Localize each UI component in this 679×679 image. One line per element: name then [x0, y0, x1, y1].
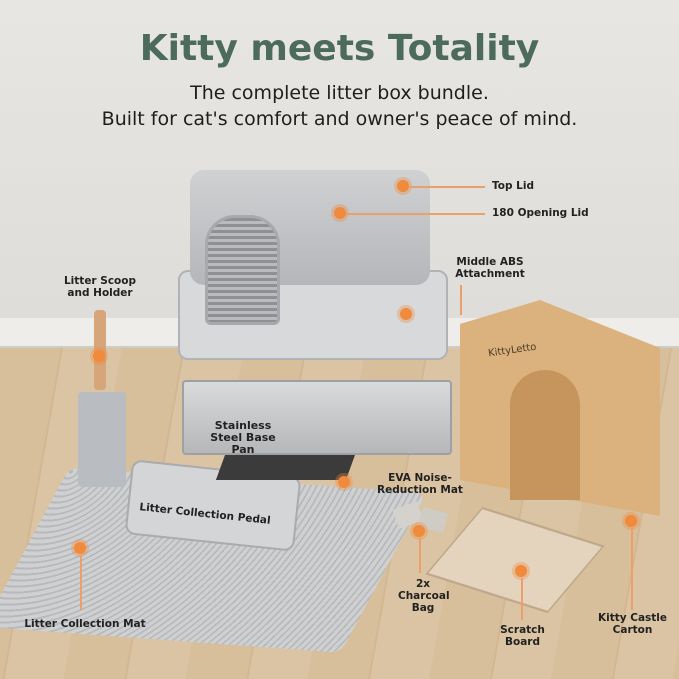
subtitle-line-2: Built for cat's comfort and owner's peac… — [101, 108, 578, 130]
label-opening-lid: 180 Opening Lid — [492, 207, 589, 219]
callout-dot — [334, 207, 346, 219]
callout-dot — [625, 515, 637, 527]
callout-line — [410, 186, 485, 188]
callout-dot — [413, 525, 425, 537]
label-collection-mat: Litter Collection Mat — [24, 618, 146, 630]
callout-dot — [397, 180, 409, 192]
label-eva-mat: EVA Noise-Reduction Mat — [377, 472, 463, 496]
label-castle-carton: Kitty Castle Carton — [597, 612, 668, 636]
page-title: Kitty meets Totality — [139, 28, 540, 69]
label-charcoal: 2x Charcoal Bag — [398, 578, 450, 614]
stainless-base-pan — [182, 380, 452, 455]
entry-door — [205, 215, 280, 325]
label-scratch-board: Scratch Board — [500, 624, 545, 648]
callout-dot — [338, 476, 350, 488]
subtitle-line-1: The complete litter box bundle. — [190, 82, 489, 104]
carton-doorway — [510, 370, 580, 500]
label-base-pan: Stainless Steel Base Pan — [210, 419, 276, 456]
callout-dot — [515, 565, 527, 577]
callout-line — [521, 578, 523, 620]
label-scoop: Litter Scoop and Holder — [63, 275, 136, 299]
label-middle-abs: Middle ABS Attachment — [455, 256, 525, 280]
scoop-holder — [78, 392, 126, 487]
label-top-lid: Top Lid — [492, 180, 534, 192]
callout-dot — [74, 542, 86, 554]
callout-line — [346, 213, 485, 215]
callout-dot — [93, 350, 105, 362]
callout-dot — [400, 308, 412, 320]
callout-line — [80, 555, 82, 610]
callout-line — [419, 538, 421, 573]
callout-line — [460, 285, 462, 315]
callout-line — [631, 528, 633, 610]
